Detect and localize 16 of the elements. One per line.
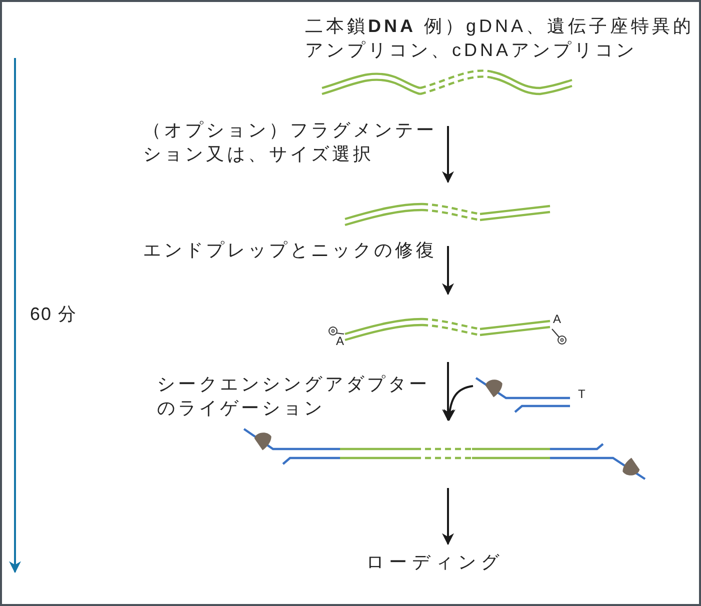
base-letter: T	[578, 388, 586, 400]
base-letter: A	[553, 313, 562, 325]
dna-drawing	[344, 316, 552, 344]
arrow	[442, 246, 454, 296]
step-label: ローディング	[366, 548, 506, 576]
step-label: エンドプレップとニックの修復	[143, 239, 438, 262]
step-heading: 二本鎖DNA 例）gDNA、遺伝子座特異的アンプリコン、cDNAアンプリコン	[305, 15, 696, 62]
arrow	[442, 362, 454, 422]
duration-label: 60 分	[30, 303, 78, 326]
arrow	[444, 385, 474, 422]
arrow	[442, 488, 454, 546]
arrow	[442, 126, 454, 184]
base-letter: A	[336, 335, 344, 347]
step-label: シークエンシングアダプターのライゲーション	[157, 373, 431, 420]
dna-drawing	[473, 374, 573, 416]
step-label: （オプション）フラグメンテーション又は、サイズ選択	[143, 119, 438, 166]
